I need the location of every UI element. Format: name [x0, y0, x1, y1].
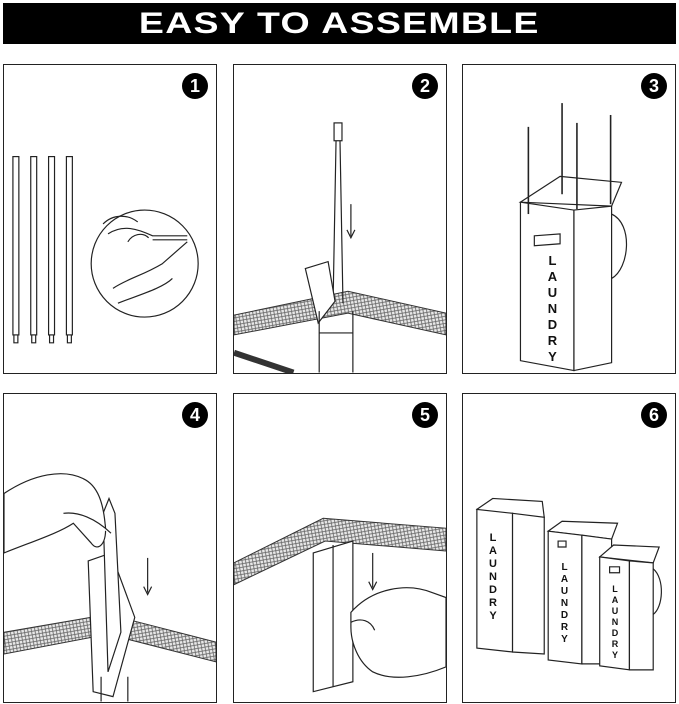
- step-3-panel: 3 LAUNDRY: [462, 64, 676, 374]
- step-3-basket-label: LAUNDRY: [545, 253, 560, 365]
- step-6-medium-basket-label: LAUNDRY: [559, 562, 570, 646]
- step-4-number-badge: 4: [182, 402, 208, 428]
- step-6-small-basket-label: LAUNDRY: [610, 584, 620, 661]
- step-4-panel: 4: [3, 393, 217, 703]
- step-2-number-badge: 2: [412, 73, 438, 99]
- step-5-illustration: [234, 517, 446, 693]
- step-3-number-badge: 3: [641, 73, 667, 99]
- step-4-illustration: [4, 473, 216, 702]
- step-6-panel: 6 LAUNDRY LAUNDRY LAUNDRY: [462, 393, 676, 703]
- step-5-number-badge: 5: [412, 402, 438, 428]
- step-2-illustration: [234, 122, 446, 373]
- step-5-panel: 5: [233, 393, 447, 703]
- step-1-panel: 1: [3, 64, 217, 374]
- step-3-illustration: [518, 103, 628, 372]
- step-2-panel: 2: [233, 64, 447, 374]
- step-6-large-basket-label: LAUNDRY: [487, 532, 499, 623]
- step-6-number-badge: 6: [641, 402, 667, 428]
- banner-title: EASY TO ASSEMBLE: [139, 6, 540, 40]
- title-banner: EASY TO ASSEMBLE: [3, 3, 676, 44]
- step-6-illustration: [475, 497, 662, 671]
- step-1-number-badge: 1: [182, 73, 208, 99]
- step-1-illustration: [12, 155, 199, 344]
